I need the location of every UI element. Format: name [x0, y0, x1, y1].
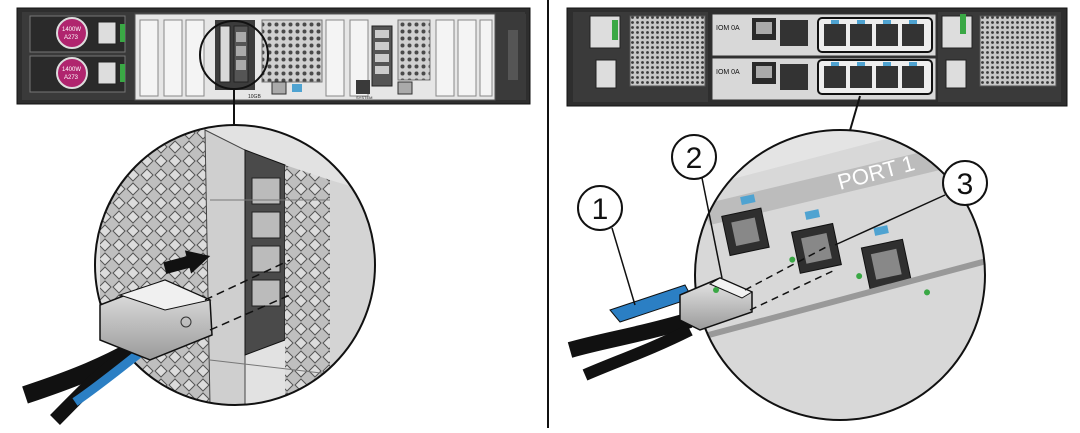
psu-sublabel: A273 — [64, 75, 79, 81]
psu-label: 1400W — [62, 27, 81, 33]
usb-port — [292, 84, 302, 92]
status-led — [120, 24, 125, 42]
psu-top: 1400W A273 — [29, 15, 126, 53]
status-led — [960, 14, 966, 34]
port-label: 10GB — [248, 94, 261, 100]
network-port — [271, 81, 287, 95]
callout-3: 3 — [834, 160, 988, 246]
psu-bottom: 1400W A273 — [29, 55, 126, 93]
psu-fan-icon — [56, 17, 88, 49]
left-sas-cable — [22, 259, 291, 425]
callout-number: 1 — [592, 193, 609, 226]
power-socket-icon — [97, 21, 117, 45]
right-storage-chassis: IOM 0A IOM 0A — [566, 7, 1068, 107]
left-magnified-detail — [94, 124, 376, 406]
psu-fan-icon — [56, 57, 88, 89]
callout-number: 3 — [957, 168, 974, 201]
power-socket-icon — [941, 15, 973, 49]
fan-grill — [979, 15, 1057, 87]
callout-number: 2 — [686, 142, 703, 175]
psu-label: 1400W — [62, 67, 81, 73]
status-led — [120, 64, 125, 82]
insert-arrow-icon — [163, 250, 211, 275]
callout-1: 1 — [577, 185, 636, 306]
port-label: SYSTEM — [356, 95, 372, 100]
right-magnified-detail: PORT 1 — [694, 129, 986, 421]
iom-label: IOM 0A — [716, 69, 740, 76]
system-status-block — [356, 80, 370, 94]
fan-grill — [629, 15, 706, 87]
callout-2: 2 — [671, 134, 723, 279]
power-socket-icon — [97, 61, 117, 85]
iom-bottom: IOM 0A — [711, 57, 937, 101]
right-sas-cable — [567, 244, 836, 381]
iom-label: IOM 0A — [716, 25, 740, 32]
network-port — [397, 81, 413, 95]
left-server-chassis: 1400W A273 1400W A273 — [16, 7, 531, 105]
status-led — [612, 20, 618, 40]
left-highlight-circle — [199, 20, 269, 90]
psu-sublabel: A273 — [64, 35, 79, 41]
iom-top: IOM 0A — [711, 13, 937, 57]
